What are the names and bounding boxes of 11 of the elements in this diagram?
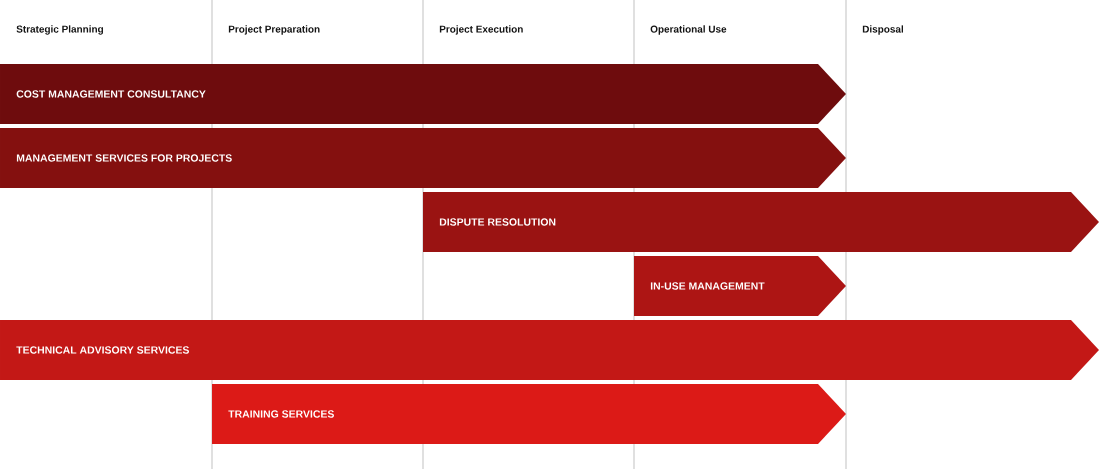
column-heading: Project Preparation: [228, 25, 320, 35]
column-heading: Strategic Planning: [16, 25, 103, 35]
column-heading: Disposal: [862, 25, 903, 35]
arrow-band: TECHNICAL ADVISORY SERVICES: [0, 320, 1099, 380]
arrow-band: COST MANAGEMENT CONSULTANCY: [0, 64, 846, 124]
arrow-band: MANAGEMENT SERVICES FOR PROJECTS: [0, 128, 846, 188]
column-heading: Operational Use: [650, 25, 727, 35]
arrow-band: DISPUTE RESOLUTION: [423, 192, 1099, 252]
arrow-band: TRAINING SERVICES: [212, 384, 846, 444]
arrow-band: IN-USE MANAGEMENT: [634, 256, 846, 316]
column-heading: Project Execution: [439, 25, 523, 35]
